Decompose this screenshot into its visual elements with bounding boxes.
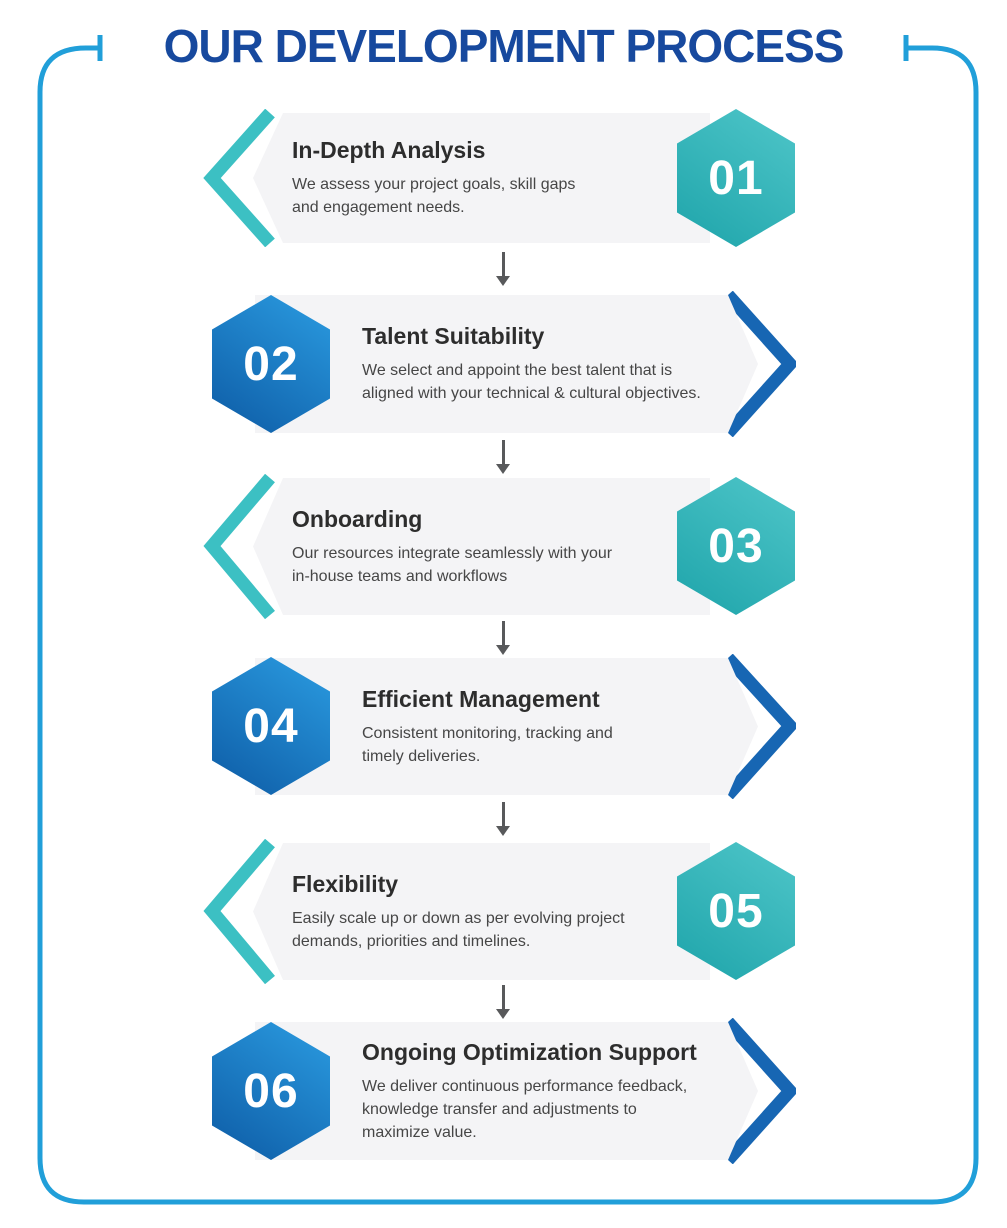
chevron-right-icon <box>723 291 796 437</box>
down-arrow-icon <box>496 252 510 286</box>
step-text: Talent Suitability We select and appoint… <box>362 295 747 433</box>
step-description: Easily scale up or down as per evolving … <box>292 909 625 950</box>
process-step-3: Onboarding Our resources integrate seaml… <box>0 474 1007 619</box>
step-title: In-Depth Analysis <box>292 137 486 163</box>
page-title: OUR DEVELOPMENT PROCESS <box>163 20 845 72</box>
chevron-left-icon <box>203 474 275 619</box>
step-number: 02 <box>243 337 299 391</box>
process-step-1: In-Depth Analysis We assess your project… <box>0 109 1007 247</box>
step-number: 03 <box>708 519 764 573</box>
step-card <box>255 1022 758 1160</box>
step-card <box>255 658 758 795</box>
process-step-2: Talent Suitability We select and appoint… <box>0 291 1007 437</box>
process-step-4: Efficient Management Consistent monitori… <box>0 654 1007 799</box>
border-path <box>37 45 979 1205</box>
step-title: Onboarding <box>292 505 423 532</box>
chevron-right-icon <box>723 1018 796 1164</box>
step-card <box>253 843 710 980</box>
step-number-hexagon: 05 <box>677 842 795 980</box>
step-description: Our resources integrate seamlessly with … <box>292 544 613 585</box>
chevron-right-icon <box>723 654 796 799</box>
step-description: We assess your project goals, skill gaps… <box>292 176 576 216</box>
step-number: 04 <box>243 699 299 753</box>
down-arrow-icon <box>496 802 510 836</box>
step-number: 06 <box>243 1064 299 1118</box>
step-title: Efficient Management <box>362 685 600 712</box>
step-text: Onboarding Our resources integrate seaml… <box>292 478 647 615</box>
chevron-left-icon <box>203 109 275 247</box>
step-number-hexagon: 01 <box>677 109 795 247</box>
down-arrow-icon <box>496 985 510 1019</box>
down-arrow-icon <box>496 621 510 655</box>
chevron-left-icon <box>203 839 275 984</box>
step-description: Consistent monitoring, tracking and time… <box>362 724 613 765</box>
step-card <box>253 113 710 243</box>
step-title: Flexibility <box>292 870 399 897</box>
step-text: In-Depth Analysis We assess your project… <box>292 113 647 243</box>
step-number-hexagon: 02 <box>212 295 330 433</box>
process-step-5: Flexibility Easily scale up or down as p… <box>0 839 1007 984</box>
step-number: 05 <box>708 884 764 938</box>
step-number-hexagon: 03 <box>677 477 795 615</box>
step-card <box>253 478 710 615</box>
step-description: We deliver continuous performance feedba… <box>362 1077 688 1141</box>
step-text: Efficient Management Consistent monitori… <box>362 658 747 795</box>
step-text: Flexibility Easily scale up or down as p… <box>292 843 647 980</box>
step-description: We select and appoint the best talent th… <box>362 362 701 402</box>
step-card <box>255 295 758 433</box>
process-step-6: Ongoing Optimization Support We deliver … <box>0 1018 1007 1164</box>
step-title: Ongoing Optimization Support <box>362 1038 697 1065</box>
step-title: Talent Suitability <box>362 323 545 349</box>
down-arrow-icon <box>496 440 510 474</box>
step-text: Ongoing Optimization Support We deliver … <box>362 1022 747 1160</box>
step-number: 01 <box>708 151 764 205</box>
